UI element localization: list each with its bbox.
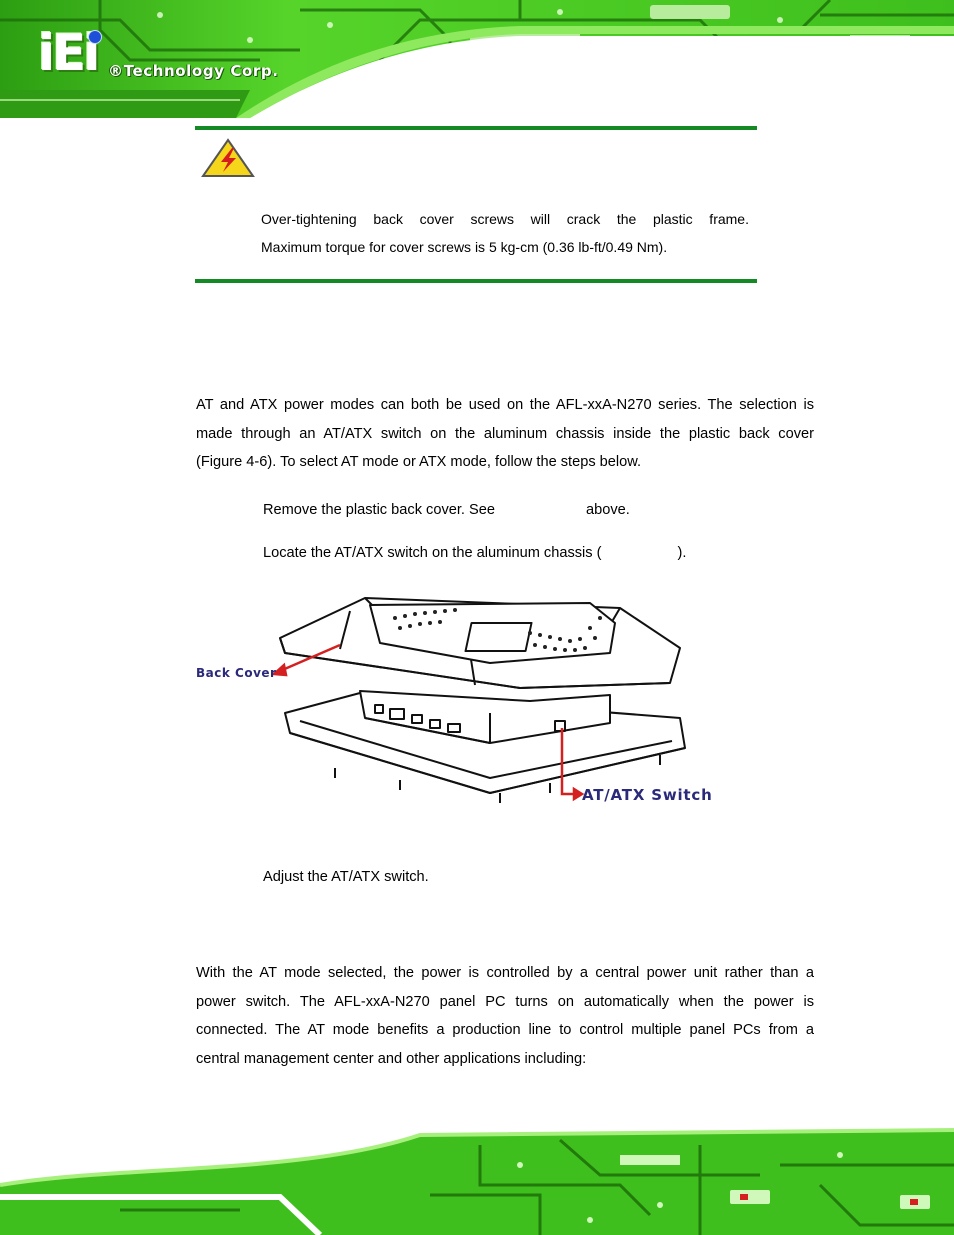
company-name: ®Technology Corp. [108,62,279,80]
at-atx-switch-label: AT/ATX Switch [582,786,713,804]
chassis-figure [271,597,686,803]
step-2-text: Locate the AT/ATX switch on the aluminum… [263,545,602,561]
warning-text: Over-tightening back cover screws will c… [261,205,749,261]
intro-paragraph: AT and ATX power modes can both be used … [196,391,814,477]
step-2: Locate the AT/ATX switch on the aluminum… [263,545,686,561]
warning-bottom-rule [195,279,757,283]
at-mode-paragraph: With the AT mode selected, the power is … [196,959,814,1073]
at-mode-line-2: power switch. The AFL-xxA-N270 panel PC … [196,993,814,1010]
at-mode-line-1: With the AT mode selected, the power is … [196,965,814,981]
step-2-suffix: ). [677,545,687,561]
intro-line-1: AT and ATX power modes can both be used … [196,397,814,413]
warning-top-rule [195,126,757,130]
at-mode-line-3: connected. The AT mode benefits a produc… [196,1022,814,1038]
step-3: Adjust the AT/ATX switch. [263,869,429,885]
warning-line-2: Maximum torque for cover screws is 5 kg-… [261,239,668,255]
step-1-suffix: above. [586,502,630,518]
at-mode-line-4: central management center and other appl… [196,1050,587,1067]
warning-line-1: Over-tightening back cover screws will c… [261,211,749,227]
back-cover-label: Back Cover [196,666,277,680]
logo-dot-icon [88,30,102,44]
circuit-board-footer [0,1125,954,1235]
warning-triangle-icon [201,138,255,177]
header-banner [0,0,954,118]
step-1-text: Remove the plastic back cover. See [263,502,495,518]
circuit-board-banner [0,0,954,118]
intro-line-3: (Figure 4-6). To select AT mode or ATX m… [196,454,642,470]
intro-line-2: made through an AT/ATX switch on the alu… [196,425,814,442]
step-1: Remove the plastic back cover. See above. [263,502,630,518]
footer-banner [0,1125,954,1235]
